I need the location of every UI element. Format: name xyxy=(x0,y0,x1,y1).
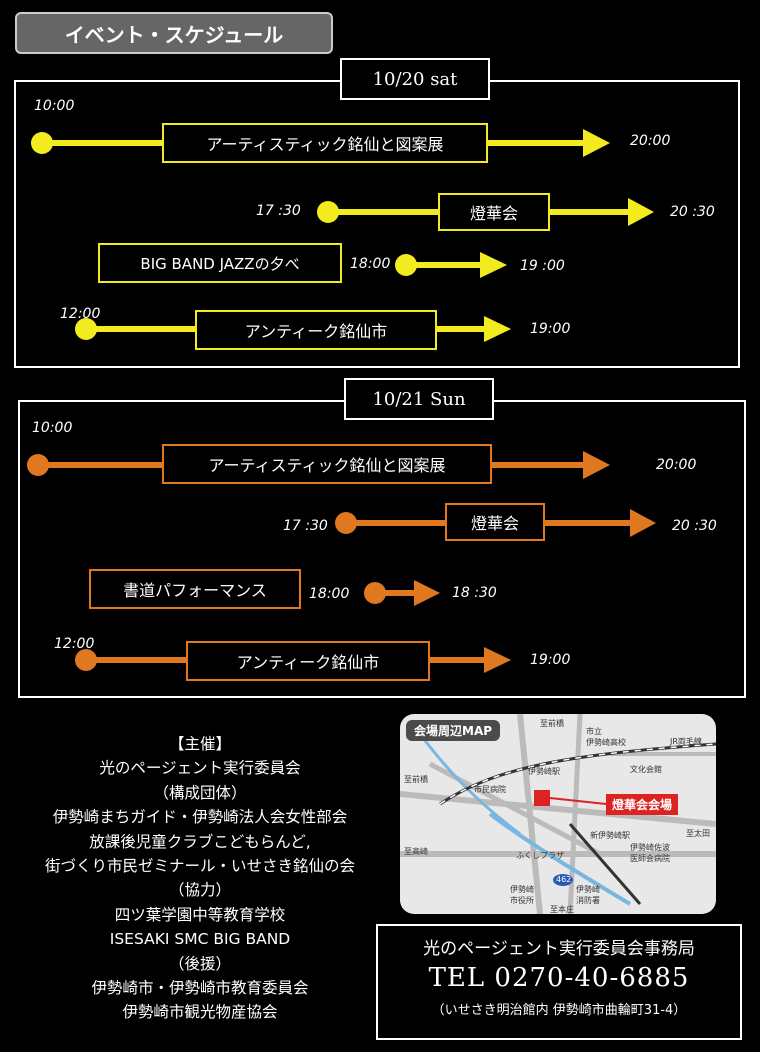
organizer-line: 四ツ葉学園中等教育学校 xyxy=(114,905,286,924)
map-label: 市立 伊勢崎高校 xyxy=(586,727,626,747)
event-end-time: 20:00 xyxy=(656,457,697,473)
organizer-line: （後援） xyxy=(168,954,231,973)
start-dot xyxy=(364,582,386,604)
event-start-time: 17 :30 xyxy=(256,203,301,219)
contact-tel: TEL 0270-40-6885 xyxy=(428,963,690,993)
start-dot xyxy=(31,132,53,154)
map-label: 至前橋 xyxy=(540,719,564,728)
event-name-box: アーティスティック銘仙と図案展 xyxy=(162,123,488,163)
map-label: JR両毛線 xyxy=(670,737,702,746)
start-dot xyxy=(335,512,357,534)
arrow-head xyxy=(414,580,440,606)
organizer-line: 伊勢崎市観光物産協会 xyxy=(122,1003,278,1022)
event-start-time: 10:00 xyxy=(34,98,75,114)
event-start-time: 12:00 xyxy=(54,636,95,652)
event-name-box: 燈華会 xyxy=(445,503,545,541)
day1-date: 10/20 sat xyxy=(340,58,490,100)
organizer-line: 伊勢崎まちガイド・伊勢崎法人会女性部会 xyxy=(52,808,348,827)
arrow-head xyxy=(630,509,656,537)
map-label: 文化会館 xyxy=(630,765,662,774)
venue-map: 会場周辺MAP 燈華会会場 至前橋 市立 伊勢崎高校 JR両毛線 伊勢崎駅 文化… xyxy=(400,714,716,914)
map-label: 伊勢崎 市役所 xyxy=(510,885,534,905)
event-name-box: 燈華会 xyxy=(438,193,550,231)
arrow-head xyxy=(484,316,511,342)
event-end-time: 18 :30 xyxy=(452,585,497,601)
schedule-header: イベント・スケジュール xyxy=(15,12,333,54)
event-start-time: 18:00 xyxy=(309,586,350,602)
organizer-line: 街づくり市民ゼミナール・いせさき銘仙の会 xyxy=(44,857,355,876)
event-start-time: 10:00 xyxy=(32,420,73,436)
contact-org: 光のページェント実行委員会事務局 xyxy=(423,939,695,959)
map-label: 伊勢崎佐波 医師会病院 xyxy=(630,843,670,863)
map-title: 会場周辺MAP xyxy=(406,720,501,741)
event-end-time: 20 :30 xyxy=(672,518,717,534)
organizer-line: ISESAKI SMC BIG BAND xyxy=(109,930,291,949)
contact-box: 光のページェント実行委員会事務局 TEL 0270-40-6885 （いせさき明… xyxy=(376,924,742,1040)
event-end-time: 20 :30 xyxy=(670,204,715,220)
event-start-time: 17 :30 xyxy=(283,518,328,534)
event-start-time: 12:00 xyxy=(60,306,101,322)
start-dot xyxy=(27,454,49,476)
day2-date: 10/21 Sun xyxy=(344,378,494,420)
event-end-time: 20:00 xyxy=(630,133,671,149)
contact-address: （いせさき明治館内 伊勢崎市曲輪町31-4） xyxy=(431,1003,687,1018)
event-end-time: 19 :00 xyxy=(520,258,565,274)
map-label: 新伊勢崎駅 xyxy=(590,831,630,840)
map-venue-label: 燈華会会場 xyxy=(606,794,679,815)
map-label: 伊勢崎 消防署 xyxy=(576,885,600,905)
event-start-time: 18:00 xyxy=(350,256,391,272)
organizer-line: （構成団体） xyxy=(153,783,247,802)
arrow-head xyxy=(628,198,654,226)
event-name-box: アンティーク銘仙市 xyxy=(186,641,430,681)
start-dot xyxy=(317,201,339,223)
start-dot xyxy=(75,649,97,671)
organizer-line: 伊勢崎市・伊勢崎市教育委員会 xyxy=(91,979,309,998)
arrow-head xyxy=(480,252,507,278)
start-dot xyxy=(75,318,97,340)
organizer-line: 光のページェント実行委員会 xyxy=(99,759,301,778)
map-route-number: 462 xyxy=(556,875,572,884)
map-roads xyxy=(400,714,716,914)
organizers-list: 【主催】 光のページェント実行委員会 （構成団体） 伊勢崎まちガイド・伊勢崎法人… xyxy=(20,732,380,1025)
event-end-time: 19:00 xyxy=(530,321,571,337)
arrow-head xyxy=(583,129,610,157)
arrow-head xyxy=(484,647,511,673)
organizer-line: 放課後児童クラブこどもらんど, xyxy=(89,832,311,851)
event-name-box: BIG BAND JAZZの夕べ xyxy=(98,243,342,283)
start-dot xyxy=(395,254,417,276)
event-name-box: アーティスティック銘仙と図案展 xyxy=(162,444,492,484)
map-label: 伊勢崎駅 xyxy=(528,767,560,776)
map-label: 至前橋 xyxy=(404,775,428,784)
map-label: 市民病院 xyxy=(474,785,506,794)
event-name-box: 書道パフォーマンス xyxy=(89,569,301,609)
day2-arrows xyxy=(27,451,656,673)
organizer-line: （協力） xyxy=(168,881,231,900)
map-label: 至太田 xyxy=(686,829,710,838)
event-end-time: 19:00 xyxy=(530,652,571,668)
arrow-head xyxy=(583,451,610,479)
map-label: 至本庄 xyxy=(550,905,574,914)
map-label: 至高崎 xyxy=(404,847,428,856)
event-name-box: アンティーク銘仙市 xyxy=(195,310,437,350)
map-label: ふくしプラザ xyxy=(516,851,564,860)
organizer-line: 【主催】 xyxy=(168,735,231,753)
